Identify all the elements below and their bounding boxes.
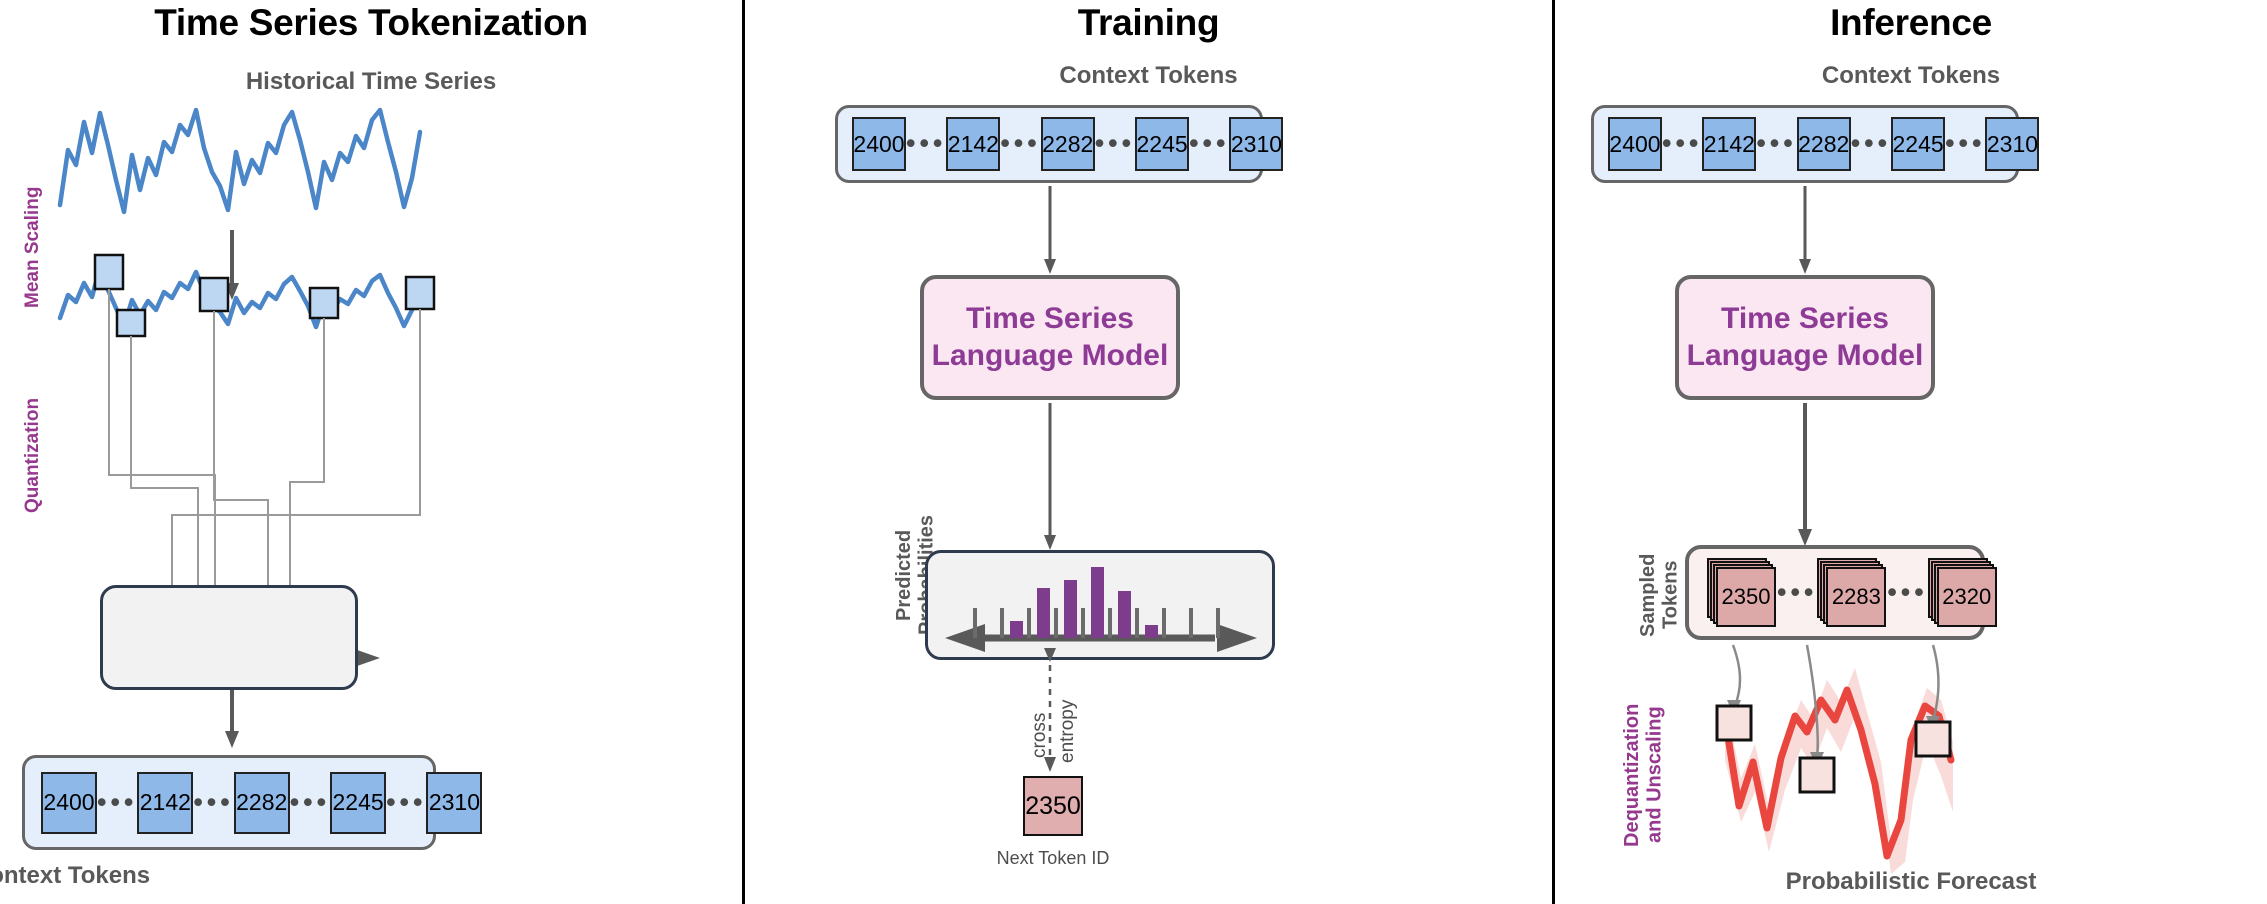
context-tokens-caption-training: Context Tokens xyxy=(1059,62,1238,89)
token-ellipsis-0: ••• xyxy=(97,786,138,817)
context-tokens-strip-tokenization: 2400 ••• 2142 ••• 2282 ••• 2245 ••• 2310 xyxy=(22,755,483,850)
panel-tokenization: Time Series Tokenization Historical Time… xyxy=(0,0,742,904)
training-graphics xyxy=(945,186,1257,772)
token-4[interactable]: 2310 xyxy=(1229,117,1284,171)
cross-entropy-label-left: cross xyxy=(1029,712,1050,758)
probability-bars xyxy=(1010,567,1158,638)
dequantized-points xyxy=(1715,704,1952,794)
token-ellipsis-3: ••• xyxy=(386,786,427,817)
token-1[interactable]: 2142 xyxy=(946,117,1001,171)
sampled-token-stack-1[interactable]: 2283 xyxy=(1817,557,1887,628)
model-line-2: Language Model xyxy=(931,338,1169,372)
panel-title-training: Training xyxy=(1077,2,1220,43)
quantization-box xyxy=(100,585,358,690)
panel-divider-2 xyxy=(1552,0,1555,904)
context-tokens-strip-inference: 2400 ••• 2142 ••• 2282 ••• 2245 ••• 2310 xyxy=(1591,105,2040,183)
probability-axis xyxy=(945,567,1257,652)
model-line-1: Time Series xyxy=(1721,301,1889,335)
quantization-routing xyxy=(108,289,421,640)
model-box-inference[interactable]: Time Series Language Model xyxy=(1675,275,1935,400)
token-2[interactable]: 2282 xyxy=(1796,117,1851,171)
next-token-caption: Next Token ID xyxy=(996,848,1110,868)
token-ellipsis-1: ••• xyxy=(193,786,234,817)
sampled-token-2[interactable]: 2320 xyxy=(1936,566,1997,627)
sampled-tokens-strip: 2350 ••• 2283 ••• 2320 xyxy=(1685,545,1997,640)
token-ellipsis-2: ••• xyxy=(289,786,331,817)
context-tokens-strip-training: 2400 ••• 2142 ••• 2282 ••• 2245 ••• 2310 xyxy=(835,105,1284,183)
token-0[interactable]: 2400 xyxy=(41,771,97,834)
panel-training: Training Context Tokens 2400 ••• 2142 ••… xyxy=(745,0,1552,904)
model-box-training[interactable]: Time Series Language Model xyxy=(920,275,1180,400)
panel-inference: Inference Context Tokens 2400 ••• 2142 •… xyxy=(1555,0,2267,904)
cross-entropy-label-right: entropy xyxy=(1057,699,1078,763)
token-2[interactable]: 2282 xyxy=(233,771,290,834)
token-0[interactable]: 2400 xyxy=(852,117,906,171)
token-1[interactable]: 2142 xyxy=(1702,117,1757,171)
token-4[interactable]: 2310 xyxy=(426,771,483,834)
token-1[interactable]: 2142 xyxy=(137,771,194,834)
panel-divider-1 xyxy=(742,0,745,904)
token-4[interactable]: 2310 xyxy=(1985,117,2040,171)
panel-title-tokenization: Time Series Tokenization xyxy=(154,2,588,43)
context-tokens-caption-tokenization: Context Tokens xyxy=(0,862,151,889)
highlight-windows xyxy=(93,253,436,338)
panel-title-inference: Inference xyxy=(1830,2,1992,43)
context-tokens-caption-inference: Context Tokens xyxy=(1821,62,2001,89)
token-0[interactable]: 2400 xyxy=(1608,117,1662,171)
next-token-box[interactable]: 2350 xyxy=(1023,776,1083,836)
sampled-token-0[interactable]: 2350 xyxy=(1716,566,1776,627)
token-3[interactable]: 2245 xyxy=(1891,117,1946,171)
historical-series-line xyxy=(57,107,423,215)
sampled-token-stack-0[interactable]: 2350 xyxy=(1707,557,1777,628)
model-box-label: Time Series Language Model xyxy=(932,301,1169,374)
token-3[interactable]: 2245 xyxy=(1135,117,1190,171)
inference-graphics xyxy=(1715,186,1955,874)
sampled-token-stack-2[interactable]: 2320 xyxy=(1927,557,1998,628)
historical-series-title: Historical Time Series xyxy=(245,68,497,95)
model-line-2: Language Model xyxy=(1686,338,1924,372)
sampled-token-1[interactable]: 2283 xyxy=(1826,566,1887,627)
forecast-uncertainty-band xyxy=(1725,668,1953,874)
token-3[interactable]: 2245 xyxy=(330,771,387,834)
model-box-label: Time Series Language Model xyxy=(1687,301,1924,374)
probabilistic-forecast-caption: Probabilistic Forecast xyxy=(1785,868,2037,895)
token-2[interactable]: 2282 xyxy=(1040,117,1095,171)
model-line-1: Time Series xyxy=(966,301,1134,335)
forecast-median-line xyxy=(1721,686,1955,860)
